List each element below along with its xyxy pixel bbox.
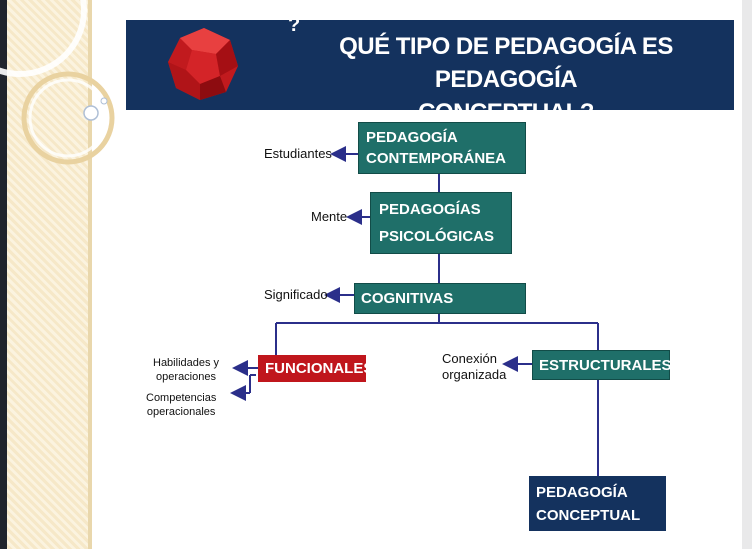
title-question-mark: ?	[288, 14, 301, 36]
node-pedagogias-psicologicas: PEDAGOGÍAS PSICOLÓGICAS	[370, 192, 512, 254]
node-contemporanea-line1: PEDAGOGÍA	[366, 129, 458, 146]
label-estudiantes: Estudiantes	[264, 146, 332, 161]
node-psicologicas-line2: PSICOLÓGICAS	[379, 228, 495, 245]
slide-title: QUÉ TIPO DE PEDAGOGÍA ES PEDAGOGÍA CONCE…	[339, 33, 673, 126]
node-contemporanea-line2: CONTEMPORÁNEA	[366, 150, 507, 167]
side-band-edge	[88, 0, 92, 549]
right-scroll-strip	[742, 0, 752, 549]
node-pedagogia-conceptual: PEDAGOGÍA CONCEPTUAL	[529, 476, 666, 531]
node-estructurales-label: ESTRUCTURALES	[539, 357, 672, 374]
label-mente: Mente	[311, 209, 348, 224]
node-psicologicas-line1: PEDAGOGÍAS	[379, 201, 481, 218]
label-significado: Significado	[264, 287, 328, 302]
node-cognitivas: COGNITIVAS	[354, 283, 526, 314]
red-polyhedron-icon	[168, 28, 238, 100]
label-conexion-organizada: Conexión organizada	[442, 351, 507, 382]
node-conceptual-line2: CONCEPTUAL	[536, 507, 641, 524]
node-estructurales: ESTRUCTURALES	[532, 350, 672, 380]
node-pedagogia-contemporanea: PEDAGOGÍA CONTEMPORÁNEA	[358, 122, 526, 174]
node-funcionales: FUNCIONALES	[258, 355, 373, 382]
node-conceptual-line1: PEDAGOGÍA	[536, 484, 628, 501]
title-banner: ? QUÉ TIPO DE PEDAGOGÍA ES PEDAGOGÍA CON…	[126, 14, 734, 126]
decorative-side-band	[0, 0, 90, 549]
node-funcionales-label: FUNCIONALES	[265, 360, 374, 377]
node-cognitivas-label: COGNITIVAS	[361, 290, 454, 307]
label-habilidades-operaciones: Habilidades y operaciones	[153, 357, 220, 383]
left-dark-edge	[0, 0, 7, 549]
label-competencias-operacionales: Competencias operacionales	[146, 392, 217, 418]
decorative-circles	[0, 0, 115, 165]
